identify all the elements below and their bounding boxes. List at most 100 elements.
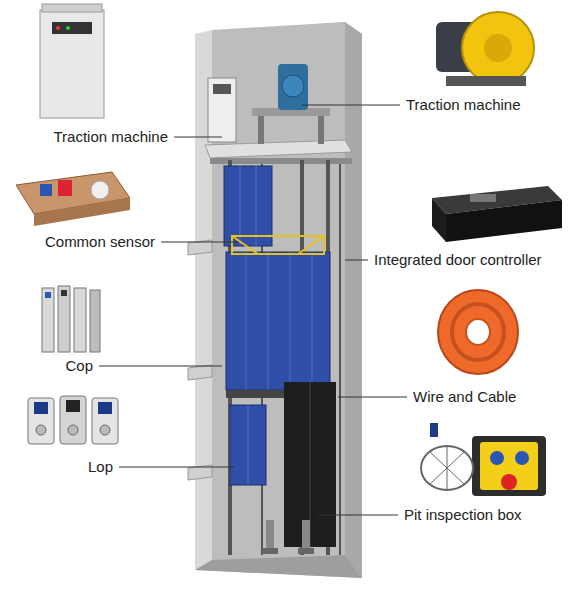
traction-machine [258,116,264,144]
control-cabinet [208,78,236,142]
pit-box-icon [421,423,546,496]
pit-box-icon [447,446,448,490]
elevator-shaft [195,555,362,578]
pit-box-icon [490,451,504,465]
pit-box-icon [430,423,438,437]
pit-box-icon [515,451,529,465]
counterweight [224,166,272,246]
sensor-icon [58,180,72,196]
door-controller-icon [432,186,562,242]
elevator-car [268,252,269,390]
lop-icon [98,402,112,414]
cabinet-icon [40,4,104,118]
part-label: Lop [88,458,113,476]
pit-buffer [298,548,314,554]
cop-icon [90,290,100,352]
part-label: Common sensor [45,233,155,251]
counterweight [230,405,266,485]
traction-machine-icon [462,12,534,84]
cabinet-icon [52,22,92,34]
guide-rail [339,164,341,555]
landing-ledge [188,365,212,380]
elevator-car [312,252,313,390]
part-label: Integrated door controller [374,251,542,269]
pit-buffer [262,520,314,554]
sensor-icon [40,184,52,196]
door-controller-icon [446,200,562,242]
cop-icon [74,288,86,352]
counterweight [256,166,257,246]
cabinet-icon [42,4,102,12]
leader-line [345,260,368,261]
lop-icon [100,425,110,435]
lop-icon [34,402,48,414]
cabinet-icon [56,26,60,30]
elevator-car [246,252,247,390]
control-cabinet [213,84,231,94]
sensor-icon [91,181,109,199]
elevator-car [232,236,258,254]
lop-icon [28,396,118,444]
cabinet-icon [66,26,70,30]
cop-icon [45,292,51,298]
traction-machine-icon [484,34,512,62]
pit-box-icon [421,446,473,490]
door-controller-icon [432,198,446,242]
cable-icon [438,290,518,374]
sensor-icon [34,198,130,226]
part-label: Traction machine [54,128,169,146]
counterweight [230,405,266,485]
counterweight [248,405,249,485]
lop-icon [28,398,54,444]
pit-buffer [266,520,274,550]
lop-icon [60,396,86,444]
leader-line [99,366,222,367]
cable-icon [452,304,504,360]
landing-ledge [188,240,212,480]
leader-line [119,467,234,468]
door-controller-icon [470,194,496,202]
part-label: Cop [65,357,93,375]
cop-icon [42,286,100,352]
traction-machine [282,75,304,97]
traction-machine [318,116,324,144]
sensor-icon [16,172,130,226]
leader-line [99,105,407,515]
control-cabinet [208,78,236,142]
traction-machine [252,64,330,144]
lop-icon [66,400,80,412]
traction-machine [278,64,308,110]
pit-box-icon [480,442,538,490]
cop-icon [42,288,54,352]
part-label: Traction machine [406,96,521,114]
leader-line [318,515,398,516]
part-label: Wire and Cable [413,388,516,406]
machine-floor [205,140,352,158]
leader-line [161,242,238,243]
part-label: Pit inspection box [404,506,522,524]
traction-machine-icon [446,76,526,86]
pit-buffer [302,520,310,550]
elevator-car [232,236,324,254]
elevator-car [298,236,324,254]
elevator-car [226,252,330,390]
lop-icon [92,398,118,444]
cable-icon [466,319,490,345]
pit-box-icon [501,474,517,490]
cabinet-icon [40,10,104,118]
lop-icon [36,425,46,435]
counterweight [240,166,241,246]
traction-machine-icon [436,12,534,86]
cop-icon [61,290,67,296]
leader-line [338,397,407,398]
pit-buffer [262,548,278,554]
counterweight [224,166,272,246]
cop-icon [58,286,70,352]
elevator-car [226,236,330,398]
pit-box-icon [472,436,546,496]
leader-line [302,105,400,106]
elevator-car [290,252,291,390]
cable-icon [438,290,518,374]
lop-icon [68,425,78,435]
